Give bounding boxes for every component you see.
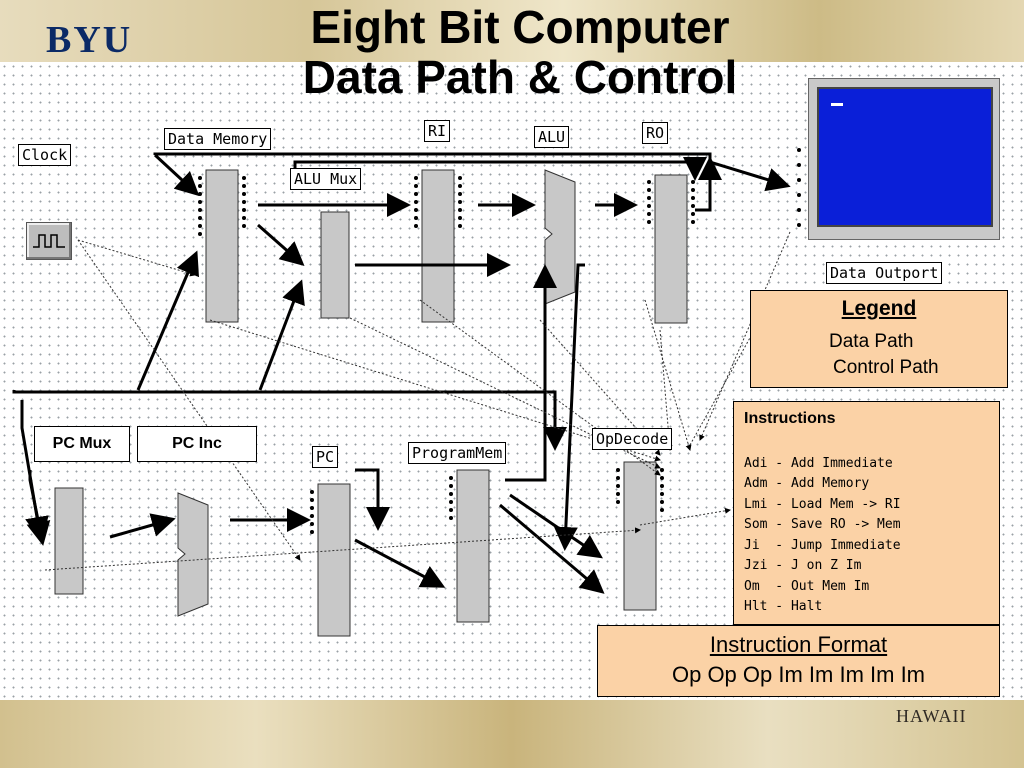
instructions-box: Instructions Adi - Add Immediate Adm - A…: [733, 401, 1000, 625]
op-decode-chip: [623, 461, 657, 611]
ro-label: RO: [642, 122, 669, 144]
instruction-item: Ji - Jump Immediate: [744, 538, 901, 553]
program-mem-label: ProgramMem: [408, 442, 507, 464]
pc-inc-label: PC Inc: [137, 426, 257, 462]
data-outport-label: Data Outport: [826, 262, 943, 284]
chip-bodies: [54, 169, 688, 637]
hawaii-logo: HAWAII: [896, 706, 967, 726]
clock-label: Clock: [18, 144, 72, 166]
monitor-screen: [817, 87, 993, 227]
cursor-icon: [831, 103, 843, 106]
instruction-item: Lmi - Load Mem -> RI: [744, 497, 901, 512]
instruction-item: Hlt - Halt: [744, 599, 823, 614]
data-memory-label: Data Memory: [164, 128, 272, 150]
byu-logo: BYU: [46, 19, 133, 61]
pc-mux-chip: [54, 487, 84, 595]
instruction-format-box: Instruction Format Op Op Op Im Im Im Im …: [597, 625, 1000, 697]
bottom-banner: [0, 700, 1024, 768]
data-outport-monitor: [808, 78, 1000, 240]
clock-generator[interactable]: [26, 222, 72, 260]
data-paths: [12, 152, 791, 594]
pc-inc-chip: [177, 492, 209, 617]
pc-label: PC: [312, 446, 339, 468]
program-mem-chip: [456, 469, 490, 623]
data-memory-chip: [205, 169, 239, 323]
pc-mux-label: PC Mux: [34, 426, 130, 462]
instruction-item: Som - Save RO -> Mem: [744, 517, 901, 532]
square-wave-icon: [33, 234, 65, 248]
legend-box: Legend Data Path Control Path: [750, 290, 1008, 388]
instruction-item: Adi - Add Immediate: [744, 456, 893, 471]
pc-chip: [317, 483, 351, 637]
title-line-2: Data Path & Control: [302, 51, 738, 103]
legend-heading: Legend: [841, 297, 917, 320]
top-banner: [0, 0, 1024, 62]
instruction-item: Adm - Add Memory: [744, 476, 870, 491]
op-decode-label: OpDecode: [592, 428, 673, 450]
instruction-item: Jzi - J on Z Im: [744, 558, 862, 573]
page-title: Eight Bit Computer Data Path & Control: [200, 2, 840, 102]
ri-chip: [421, 169, 455, 323]
instruction-item: Om - Out Mem Im: [744, 579, 870, 594]
instruction-format-heading: Instruction Format: [709, 632, 888, 657]
ro-chip: [654, 174, 688, 324]
legend-control-path: Control Path: [833, 357, 939, 378]
alu-mux-label: ALU Mux: [290, 168, 362, 190]
ri-label: RI: [424, 120, 451, 142]
alu-mux-chip: [320, 211, 350, 319]
alu-label: ALU: [534, 126, 570, 148]
pin-dots: [198, 148, 801, 534]
alu-chip: [544, 169, 576, 305]
legend-data-path: Data Path: [829, 331, 914, 352]
title-line-1: Eight Bit Computer: [310, 1, 730, 53]
instructions-heading: Instructions: [744, 410, 836, 427]
instruction-format-body: Op Op Op Im Im Im Im Im: [671, 662, 926, 687]
